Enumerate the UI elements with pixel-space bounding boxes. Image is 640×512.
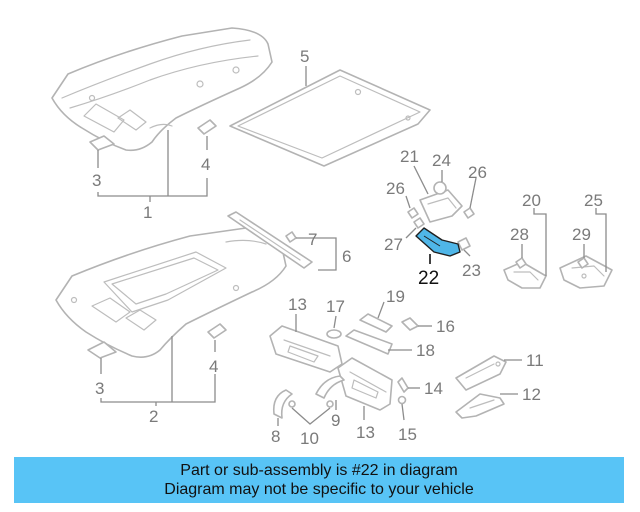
screw-26-right bbox=[463, 207, 475, 219]
callout-8[interactable]: 8 bbox=[271, 427, 280, 446]
callout-25[interactable]: 25 bbox=[584, 191, 603, 210]
part-23 bbox=[457, 237, 471, 251]
callout-17[interactable]: 17 bbox=[326, 297, 345, 316]
callout-3-upper[interactable]: 3 bbox=[92, 171, 101, 190]
callout-2[interactable]: 2 bbox=[149, 407, 158, 426]
pad-3-upper bbox=[89, 135, 115, 151]
handle-8 bbox=[272, 389, 293, 419]
hook-16 bbox=[401, 317, 419, 331]
callout-22[interactable]: 22 bbox=[418, 268, 439, 289]
callout-7[interactable]: 7 bbox=[308, 230, 317, 249]
callout-13-lower[interactable]: 13 bbox=[356, 423, 375, 442]
callout-23[interactable]: 23 bbox=[462, 261, 481, 280]
lamp-25 bbox=[559, 255, 613, 289]
callout-11[interactable]: 11 bbox=[526, 351, 544, 370]
callout-1[interactable]: 1 bbox=[143, 203, 152, 222]
bulb-24 bbox=[433, 181, 447, 195]
callout-13-upper[interactable]: 13 bbox=[288, 295, 307, 314]
callout-24[interactable]: 24 bbox=[432, 151, 451, 170]
screw-15 bbox=[397, 395, 407, 405]
callout-21[interactable]: 21 bbox=[400, 147, 419, 166]
mirror-cover-19 bbox=[359, 313, 393, 333]
sun-visor-upper bbox=[269, 325, 343, 373]
pin-14 bbox=[397, 377, 409, 393]
sun-visor-lower bbox=[337, 357, 393, 411]
bulb-28 bbox=[515, 257, 527, 269]
headliner-upper bbox=[51, 27, 273, 152]
handle-9 bbox=[315, 375, 345, 399]
callout-3-lower[interactable]: 3 bbox=[95, 379, 104, 398]
screw-26-left bbox=[407, 207, 419, 219]
callout-6[interactable]: 6 bbox=[342, 247, 351, 266]
callout-5[interactable]: 5 bbox=[300, 47, 309, 66]
callout-18[interactable]: 18 bbox=[416, 341, 435, 360]
headliner-lower bbox=[55, 227, 287, 358]
callout-4-upper[interactable]: 4 bbox=[201, 155, 210, 174]
bulb-29 bbox=[577, 257, 589, 269]
callout-28[interactable]: 28 bbox=[510, 225, 529, 244]
screw-27 bbox=[413, 217, 425, 229]
part-22-highlighted[interactable] bbox=[415, 227, 461, 257]
callout-27[interactable]: 27 bbox=[384, 235, 403, 254]
callout-15[interactable]: 15 bbox=[398, 425, 417, 444]
callout-14[interactable]: 14 bbox=[424, 379, 443, 398]
callout-26-left[interactable]: 26 bbox=[386, 179, 405, 198]
mirror-18 bbox=[345, 329, 393, 355]
callout-16[interactable]: 16 bbox=[436, 317, 455, 336]
clip-7 bbox=[285, 231, 297, 243]
callout-19[interactable]: 19 bbox=[386, 287, 405, 306]
callout-12[interactable]: 12 bbox=[522, 385, 541, 404]
parts-diagram: 3 4 1 5 3 4 2 7 6 bbox=[51, 27, 613, 448]
console-21 bbox=[419, 189, 463, 223]
roof-panel-5 bbox=[229, 69, 431, 167]
callout-26-right[interactable]: 26 bbox=[468, 163, 487, 182]
lamp-20 bbox=[503, 261, 547, 289]
trim-strip-6 bbox=[227, 211, 313, 269]
info-banner: Part or sub-assembly is #22 in diagram D… bbox=[14, 457, 624, 503]
clip-4-upper bbox=[197, 119, 217, 135]
banner-line-1: Part or sub-assembly is #22 in diagram bbox=[180, 462, 458, 479]
clip-17 bbox=[326, 329, 342, 339]
callout-20[interactable]: 20 bbox=[522, 191, 541, 210]
callout-29[interactable]: 29 bbox=[572, 225, 591, 244]
pad-3-lower bbox=[87, 341, 117, 359]
callout-4-lower[interactable]: 4 bbox=[209, 357, 218, 376]
banner-line-2: Diagram may not be specific to your vehi… bbox=[164, 481, 474, 498]
callout-10[interactable]: 10 bbox=[300, 429, 319, 448]
map-lamp-11 bbox=[455, 355, 507, 391]
bracket-12 bbox=[455, 393, 505, 419]
screws-10 bbox=[288, 400, 334, 408]
callout-9[interactable]: 9 bbox=[331, 411, 340, 430]
clip-4-lower bbox=[207, 323, 227, 339]
